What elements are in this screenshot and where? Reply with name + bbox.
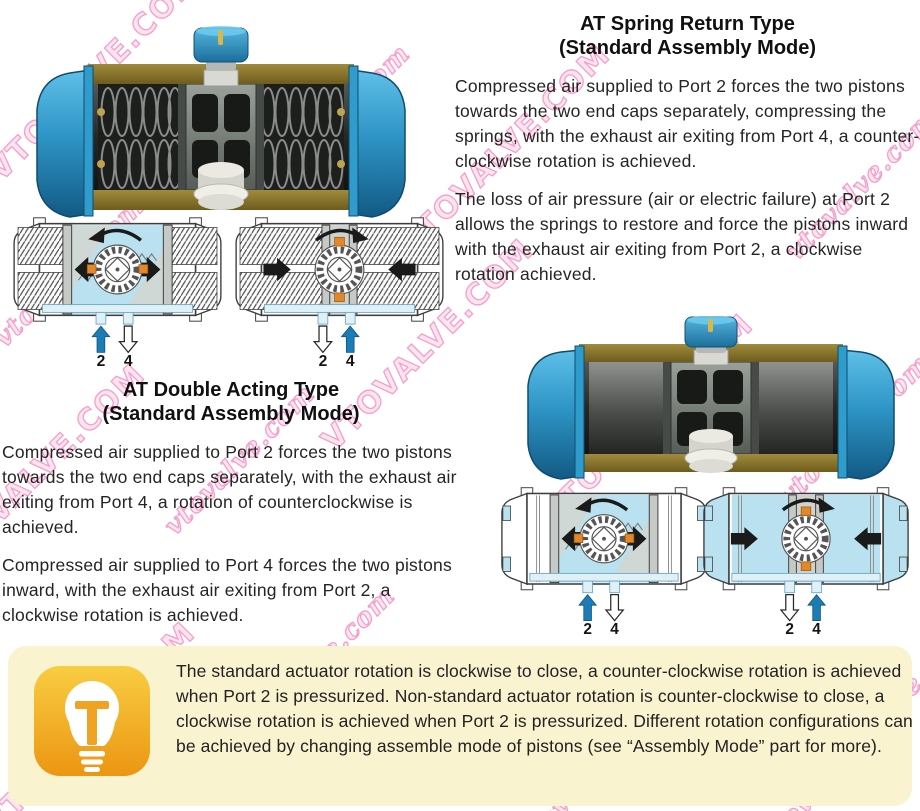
spring-return-section: AT Spring Return Type (Standard Assembly… xyxy=(455,12,920,287)
ccw-rotation-arrow xyxy=(575,497,592,513)
section-subtitle: (Standard Assembly Mode) xyxy=(102,403,360,426)
supply-air-arrow xyxy=(807,593,827,621)
paragraph: Compressed air supplied to Port 2 forces… xyxy=(2,441,457,537)
section-title: AT Double Acting Type xyxy=(122,379,340,401)
double-acting-section: AT Double Acting Type (Standard Assembly… xyxy=(2,378,460,628)
supply-air-arrow xyxy=(578,593,598,621)
ccw-rotation-arrow xyxy=(88,227,105,244)
paragraph: The loss of air pressure (air or electri… xyxy=(455,188,909,284)
port-label: 2 xyxy=(785,621,794,636)
port-label: 4 xyxy=(346,353,355,368)
actuator-cutaway-spring-return-image xyxy=(36,26,406,218)
end-cap-right xyxy=(840,349,895,480)
port-label: 4 xyxy=(610,621,619,636)
piston-right xyxy=(648,494,659,584)
springs-extended xyxy=(239,227,440,310)
pinion-gear xyxy=(94,246,141,293)
diagram-spring-released: 2 4 xyxy=(235,217,444,368)
spring-coils-left xyxy=(100,87,183,189)
port-label: 2 xyxy=(583,621,592,636)
piston-left xyxy=(549,494,560,584)
lightbulb-icon xyxy=(34,666,150,776)
exhaust-air-arrow xyxy=(312,325,334,354)
paragraph: Compressed air supplied to Port 4 forces… xyxy=(2,554,452,625)
diagram-spring-port2-pressurized: 2 4 xyxy=(13,217,222,368)
pinion-gear xyxy=(316,246,363,293)
exhaust-air-arrow xyxy=(604,593,625,622)
port-label: 2 xyxy=(97,353,106,368)
piston-left xyxy=(62,224,73,315)
cw-rotation-arrow xyxy=(352,227,369,244)
end-cap-left xyxy=(36,69,91,218)
end-cap-right xyxy=(351,69,406,218)
exhaust-air-arrow xyxy=(779,593,800,622)
note-box: The standard actuator rotation is clockw… xyxy=(8,646,913,806)
pinion-gear xyxy=(783,516,829,562)
supply-air-arrow xyxy=(91,325,111,353)
pinion-gear xyxy=(581,516,627,562)
springs-compressed xyxy=(17,227,218,310)
actuator-cutaway-double-acting-image xyxy=(527,316,895,480)
cylinder-right xyxy=(759,362,833,454)
end-cap-left xyxy=(527,349,582,480)
section-title: AT Spring Return Type xyxy=(580,13,795,35)
section-subtitle: (Standard Assembly Mode) xyxy=(558,37,817,60)
piston-right xyxy=(162,224,173,315)
diagram-double-port2-pressurized: 2 4 xyxy=(501,487,707,636)
port-label: 4 xyxy=(812,621,821,636)
port-label: 2 xyxy=(319,353,328,368)
note-text: The standard actuator rotation is clockw… xyxy=(176,661,913,756)
exhaust-air-arrow xyxy=(118,325,139,354)
port-label: 4 xyxy=(124,353,133,368)
diagram-double-port4-pressurized: 2 4 xyxy=(703,487,909,636)
supply-air-arrow xyxy=(340,325,360,353)
cw-rotation-arrow xyxy=(818,497,835,513)
cylinder-left xyxy=(589,362,663,454)
paragraph: Compressed air supplied to Port 2 forces… xyxy=(455,75,920,171)
